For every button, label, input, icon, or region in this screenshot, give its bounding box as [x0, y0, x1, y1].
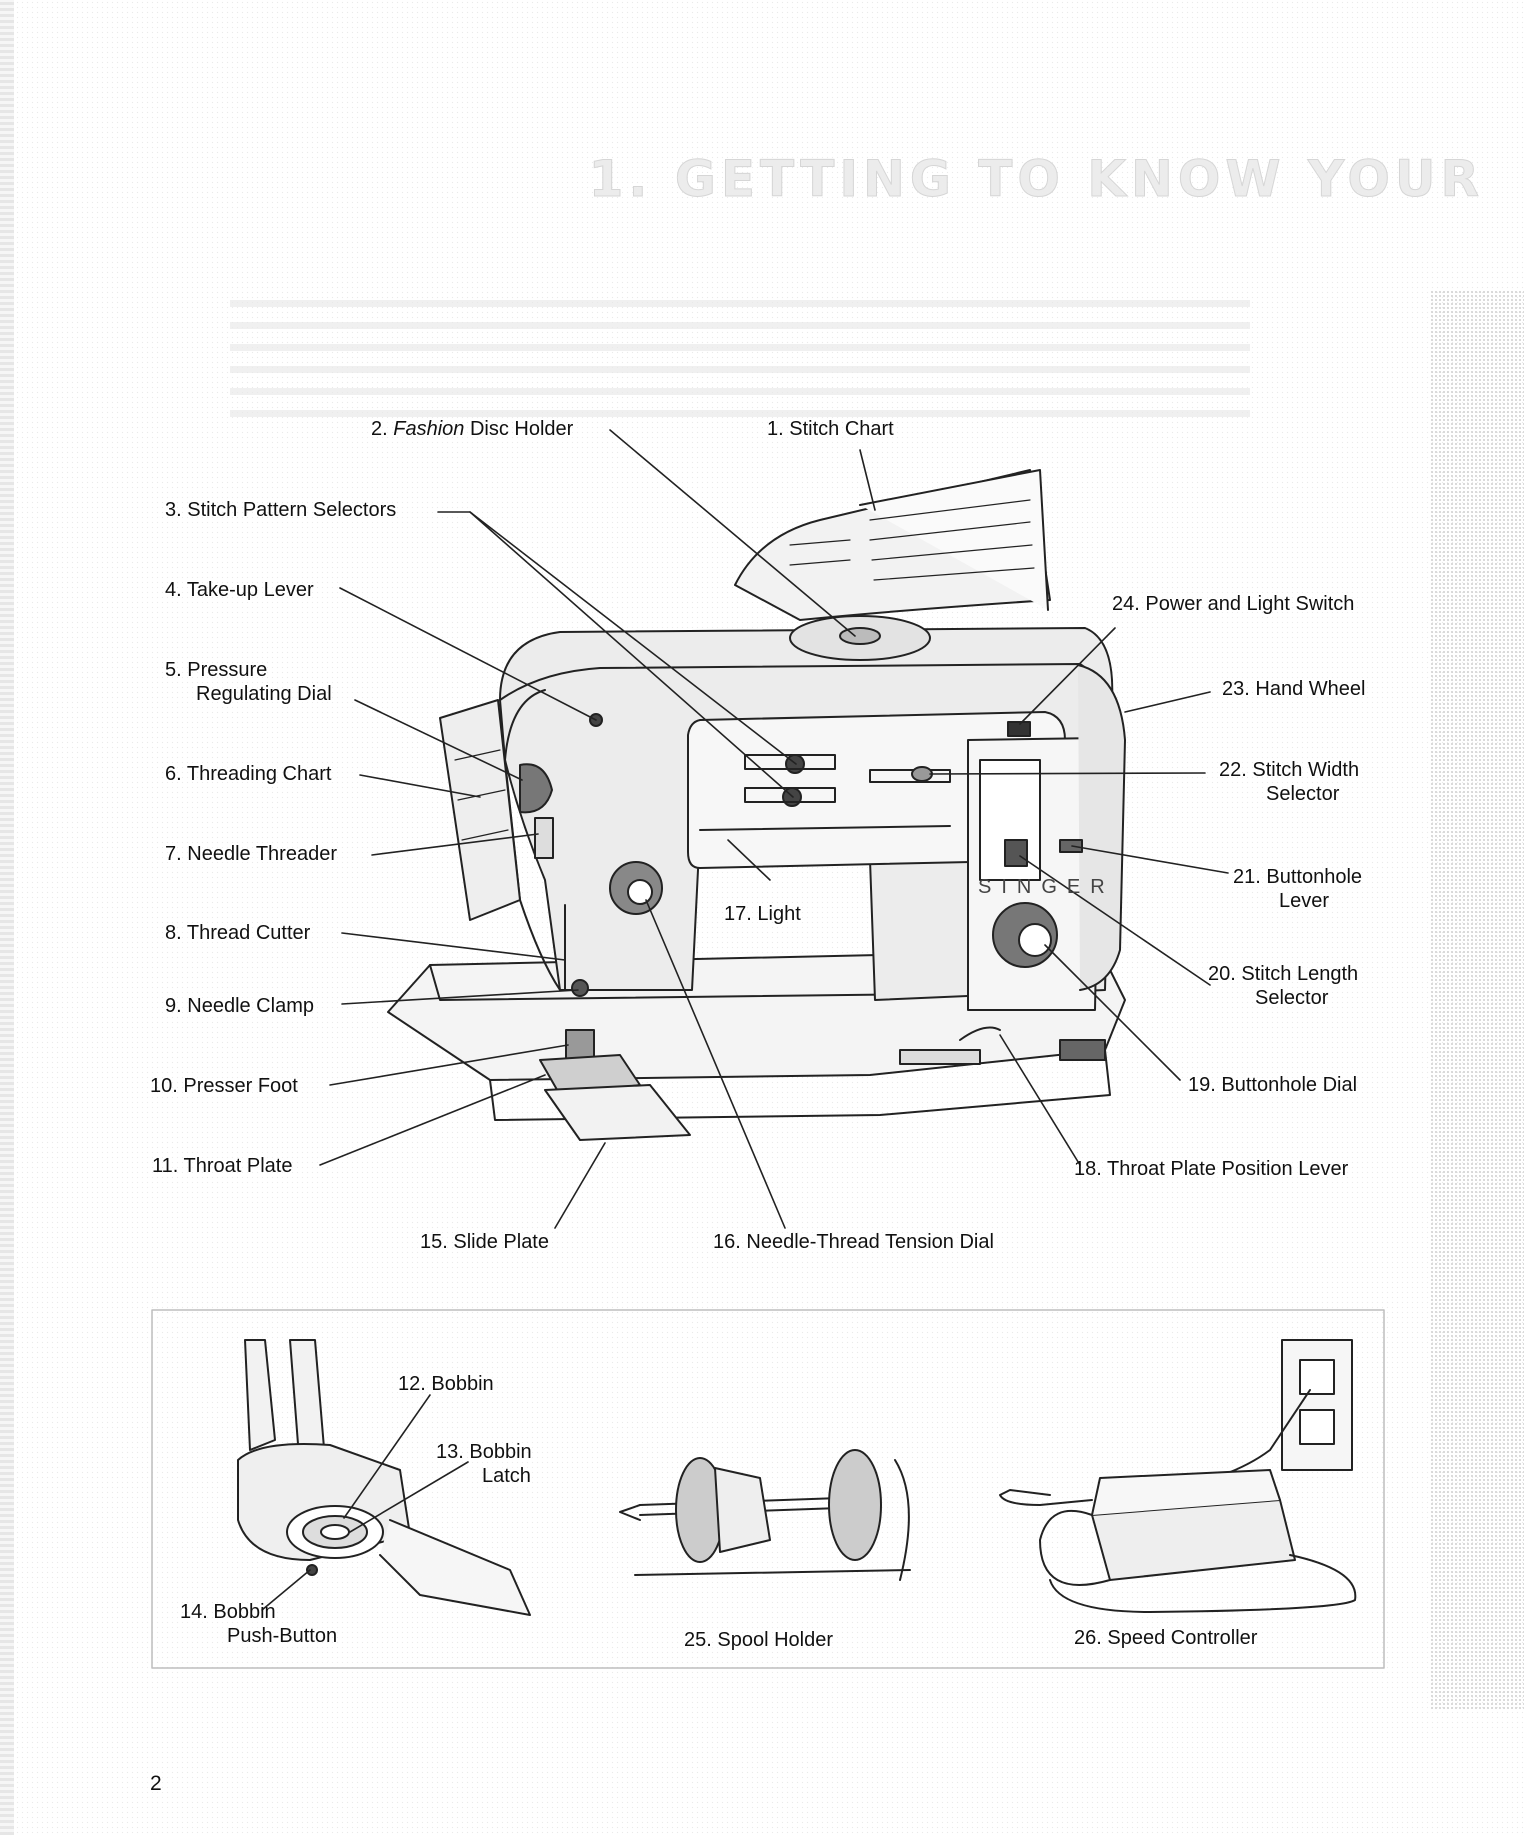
- page-title: 1. GETTING TO KNOW YOUR: [588, 150, 1484, 209]
- label-fashion-disc-holder: 2. Fashion Disc Holder: [371, 418, 574, 440]
- label-needle-clamp: 9. Needle Clamp: [165, 995, 314, 1017]
- label-needle-threader: 7. Needle Threader: [165, 843, 337, 865]
- label-stitch-width-selector: 22. Stitch Width Selector: [1219, 759, 1360, 805]
- label-stitch-length-selector: 20. Stitch Length Selector: [1208, 963, 1359, 1009]
- label-hand-wheel: 23. Hand Wheel: [1222, 678, 1366, 700]
- inset-panel: [151, 1309, 1385, 1669]
- label-bobbin-latch: 13. Bobbin Latch: [436, 1441, 532, 1487]
- label-spool-holder: 25. Spool Holder: [684, 1629, 833, 1651]
- label-slide-plate: 15. Slide Plate: [420, 1231, 549, 1253]
- label-buttonhole-dial: 19. Buttonhole Dial: [1188, 1074, 1358, 1096]
- bleed-through-text: [230, 300, 1250, 420]
- label-speed-controller: 26. Speed Controller: [1074, 1627, 1258, 1649]
- label-pressure-regulating-dial: 5. Pressure Regulating Dial: [165, 659, 332, 705]
- bobbin-detail-illustration: [237, 1339, 531, 1616]
- speed-controller-illustration: [999, 1339, 1357, 1613]
- label-needle-thread-tension-dial: 16. Needle-Thread Tension Dial: [713, 1231, 994, 1253]
- label-thread-cutter: 8. Thread Cutter: [165, 922, 311, 944]
- scan-halftone-band: [1430, 290, 1524, 1710]
- label-light: 17. Light: [724, 903, 801, 925]
- label-threading-chart: 6. Threading Chart: [165, 763, 332, 785]
- label-buttonhole-lever: 21. Buttonhole Lever: [1233, 866, 1363, 912]
- leader-lines: [319, 429, 1229, 1229]
- label-bobbin-push-button: 14. Bobbin Push-Button: [180, 1601, 338, 1647]
- label-bobbin: 12. Bobbin: [398, 1373, 494, 1395]
- label-throat-plate-position-lever: 18. Throat Plate Position Lever: [1074, 1158, 1349, 1180]
- label-power-and-light-switch: 24. Power and Light Switch: [1112, 593, 1355, 615]
- label-stitch-chart: 1. Stitch Chart: [767, 418, 894, 440]
- page-number: 2: [150, 1772, 162, 1795]
- spool-holder-illustration: [619, 1449, 911, 1581]
- svg-text:SINGER: SINGER: [978, 876, 1115, 898]
- label-throat-plate: 11. Throat Plate: [152, 1155, 293, 1177]
- label-take-up-lever: 4. Take-up Lever: [165, 579, 314, 601]
- label-stitch-pattern-selectors: 3. Stitch Pattern Selectors: [165, 499, 397, 521]
- scan-edge: [0, 0, 14, 1835]
- sewing-machine-illustration: [387, 469, 1126, 1141]
- label-presser-foot: 10. Presser Foot: [150, 1075, 298, 1097]
